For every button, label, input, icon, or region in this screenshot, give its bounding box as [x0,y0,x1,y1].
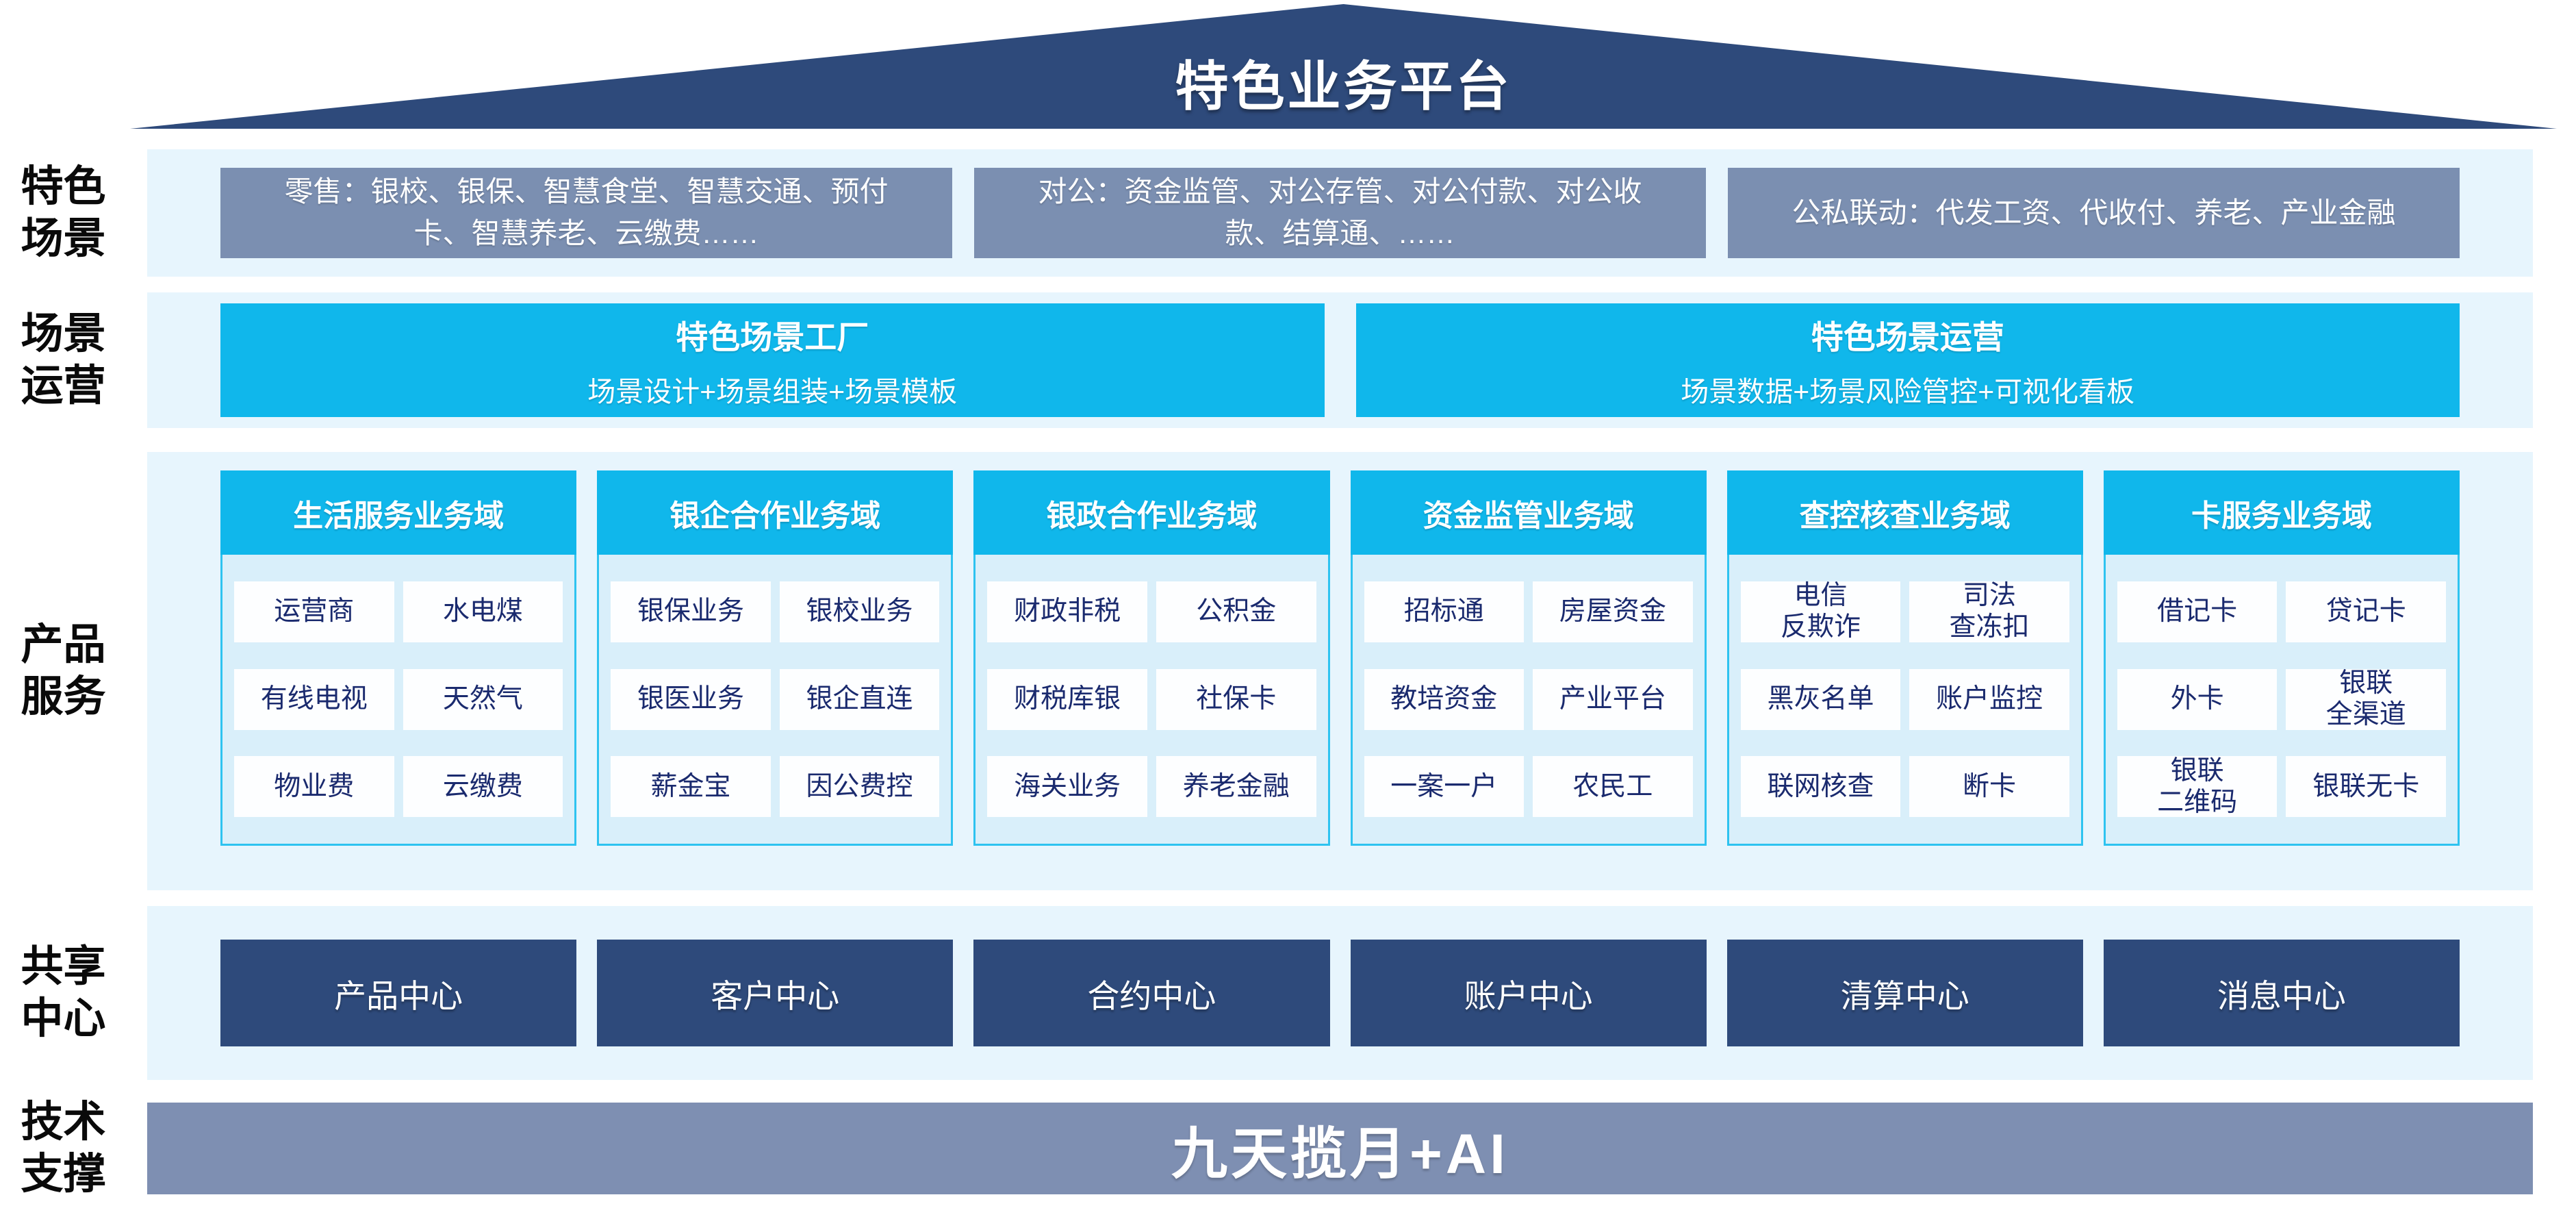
product-cell: 教培资金 [1364,668,1525,730]
product-column-life-services: 生活服务业务域 运营商 水电煤 有线电视 天然气 物业费 云缴费 [220,470,577,846]
product-column-header: 生活服务业务域 [220,470,577,555]
product-cell: 银联 二维码 [2117,756,2278,818]
product-cell: 断卡 [1909,756,2069,818]
row-label-scenes: 特色 场景 [0,149,127,277]
product-column-card-services: 卡服务业务域 借记卡 贷记卡 外卡 银联 全渠道 银联 二维码 银联无卡 [2103,470,2460,846]
ops-box-subtitle: 场景设计+场景组装+场景模板 [587,376,958,407]
product-cell: 黑灰名单 [1740,668,1901,730]
ops-box-title: 特色场景工厂 [676,319,869,355]
product-cell: 农民工 [1533,756,1693,818]
row-label-tech-support: 技术 支撑 [0,1098,127,1198]
product-cell: 海关业务 [987,756,1147,818]
product-cell: 银校业务 [779,581,940,642]
product-cell: 司法 查冻扣 [1909,581,2069,642]
row-label-line: 产品 [21,621,106,669]
shared-center-clearing: 清算中心 [1726,940,2083,1046]
product-cell: 水电煤 [403,581,563,642]
scene-box-corporate: 对公：资金监管、对公存管、对公付款、对公收 款、结算通、…… [974,168,1706,258]
product-cell: 银保业务 [611,581,771,642]
platform-title: 特色业务平台 [1175,56,1512,116]
product-cell: 因公费控 [779,756,940,818]
scenes-row: 零售：银校、银保、智慧食堂、智慧交通、预付 卡、智慧养老、云缴费…… 对公：资金… [147,149,2533,277]
product-column-body: 借记卡 贷记卡 外卡 银联 全渠道 银联 二维码 银联无卡 [2103,555,2460,846]
row-label-products: 产品 服务 [0,452,127,890]
row-label-line: 服务 [21,673,106,720]
product-cell: 社保卡 [1156,668,1316,730]
row-label-line: 场景 [21,215,106,262]
product-column-header: 卡服务业务域 [2103,470,2460,555]
product-cell: 银企直连 [779,668,940,730]
product-cell: 产业平台 [1533,668,1693,730]
product-cell: 招标通 [1364,581,1525,642]
product-column-body: 财政非税 公积金 财税库银 社保卡 海关业务 养老金融 [973,555,1330,846]
product-cell: 云缴费 [403,756,563,818]
row-label-line: 支撑 [21,1151,106,1198]
product-cell: 外卡 [2117,668,2278,730]
product-column-body: 银保业务 银校业务 银医业务 银企直连 薪金宝 因公费控 [597,555,954,846]
product-column-body: 电信 反欺诈 司法 查冻扣 黑灰名单 账户监控 联网核查 断卡 [1726,555,2083,846]
scene-box-retail: 零售：银校、银保、智慧食堂、智慧交通、预付 卡、智慧养老、云缴费…… [220,168,952,258]
product-column-body: 招标通 房屋资金 教培资金 产业平台 一案一户 农民工 [1350,555,1707,846]
product-cell: 银联 全渠道 [2286,668,2447,730]
ops-box-subtitle: 场景数据+场景风险管控+可视化看板 [1681,376,2135,407]
scene-box-public-private: 公私联动：代发工资、代收付、养老、产业金融 [1728,168,2460,258]
row-label-line: 特色 [21,163,106,211]
product-cell: 财政非税 [987,581,1147,642]
operations-row: 特色场景工厂 场景设计+场景组装+场景模板 特色场景运营 场景数据+场景风险管控… [147,292,2533,428]
product-column-inquiry-verification: 查控核查业务域 电信 反欺诈 司法 查冻扣 黑灰名单 账户监控 联网核查 断卡 [1726,470,2083,846]
row-label-line: 共享 [21,943,106,991]
product-column-fund-supervision: 资金监管业务域 招标通 房屋资金 教培资金 产业平台 一案一户 农民工 [1350,470,1707,846]
product-cell: 电信 反欺诈 [1740,581,1901,642]
shared-center-account: 账户中心 [1350,940,1707,1046]
ops-box-title: 特色场景运营 [1811,319,2004,355]
tech-support-bar: 九天揽月+AI [147,1103,2533,1194]
product-column-bank-enterprise: 银企合作业务域 银保业务 银校业务 银医业务 银企直连 薪金宝 因公费控 [597,470,954,846]
shared-center-contract: 合约中心 [973,940,1330,1046]
row-label-line: 场景 [21,310,106,358]
platform-roof: 特色业务平台 [130,4,2557,129]
row-label-line: 中心 [21,995,106,1042]
product-column-header: 查控核查业务域 [1726,470,2083,555]
product-cell: 银医业务 [611,668,771,730]
product-column-header: 银政合作业务域 [973,470,1330,555]
product-cell: 账户监控 [1909,668,2069,730]
shared-center-customer: 客户中心 [597,940,954,1046]
product-cell: 银联无卡 [2286,756,2447,818]
product-cell: 薪金宝 [611,756,771,818]
row-label-operations: 场景 运营 [0,292,127,428]
product-cell: 联网核查 [1740,756,1901,818]
product-cell: 贷记卡 [2286,581,2447,642]
product-column-bank-government: 银政合作业务域 财政非税 公积金 财税库银 社保卡 海关业务 养老金融 [973,470,1330,846]
row-label-shared-centers: 共享 中心 [0,906,127,1080]
product-cell: 养老金融 [1156,756,1316,818]
ops-box-scene-factory: 特色场景工厂 场景设计+场景组装+场景模板 [220,303,1325,417]
product-cell: 一案一户 [1364,756,1525,818]
product-column-body: 运营商 水电煤 有线电视 天然气 物业费 云缴费 [220,555,577,846]
shared-center-product: 产品中心 [220,940,577,1046]
products-row: 生活服务业务域 运营商 水电煤 有线电视 天然气 物业费 云缴费 银企合作业务域… [147,452,2533,890]
ops-box-scene-operation: 特色场景运营 场景数据+场景风险管控+可视化看板 [1355,303,2460,417]
product-cell: 公积金 [1156,581,1316,642]
shared-center-message: 消息中心 [2103,940,2460,1046]
product-column-header: 资金监管业务域 [1350,470,1707,555]
row-label-line: 运营 [21,362,106,410]
product-cell: 借记卡 [2117,581,2278,642]
shared-centers-row: 产品中心 客户中心 合约中心 账户中心 清算中心 消息中心 [147,906,2533,1080]
product-column-header: 银企合作业务域 [597,470,954,555]
product-cell: 房屋资金 [1533,581,1693,642]
product-cell: 运营商 [234,581,394,642]
product-cell: 财税库银 [987,668,1147,730]
product-cell: 天然气 [403,668,563,730]
product-cell: 物业费 [234,756,394,818]
row-label-line: 技术 [21,1098,106,1146]
product-cell: 有线电视 [234,668,394,730]
